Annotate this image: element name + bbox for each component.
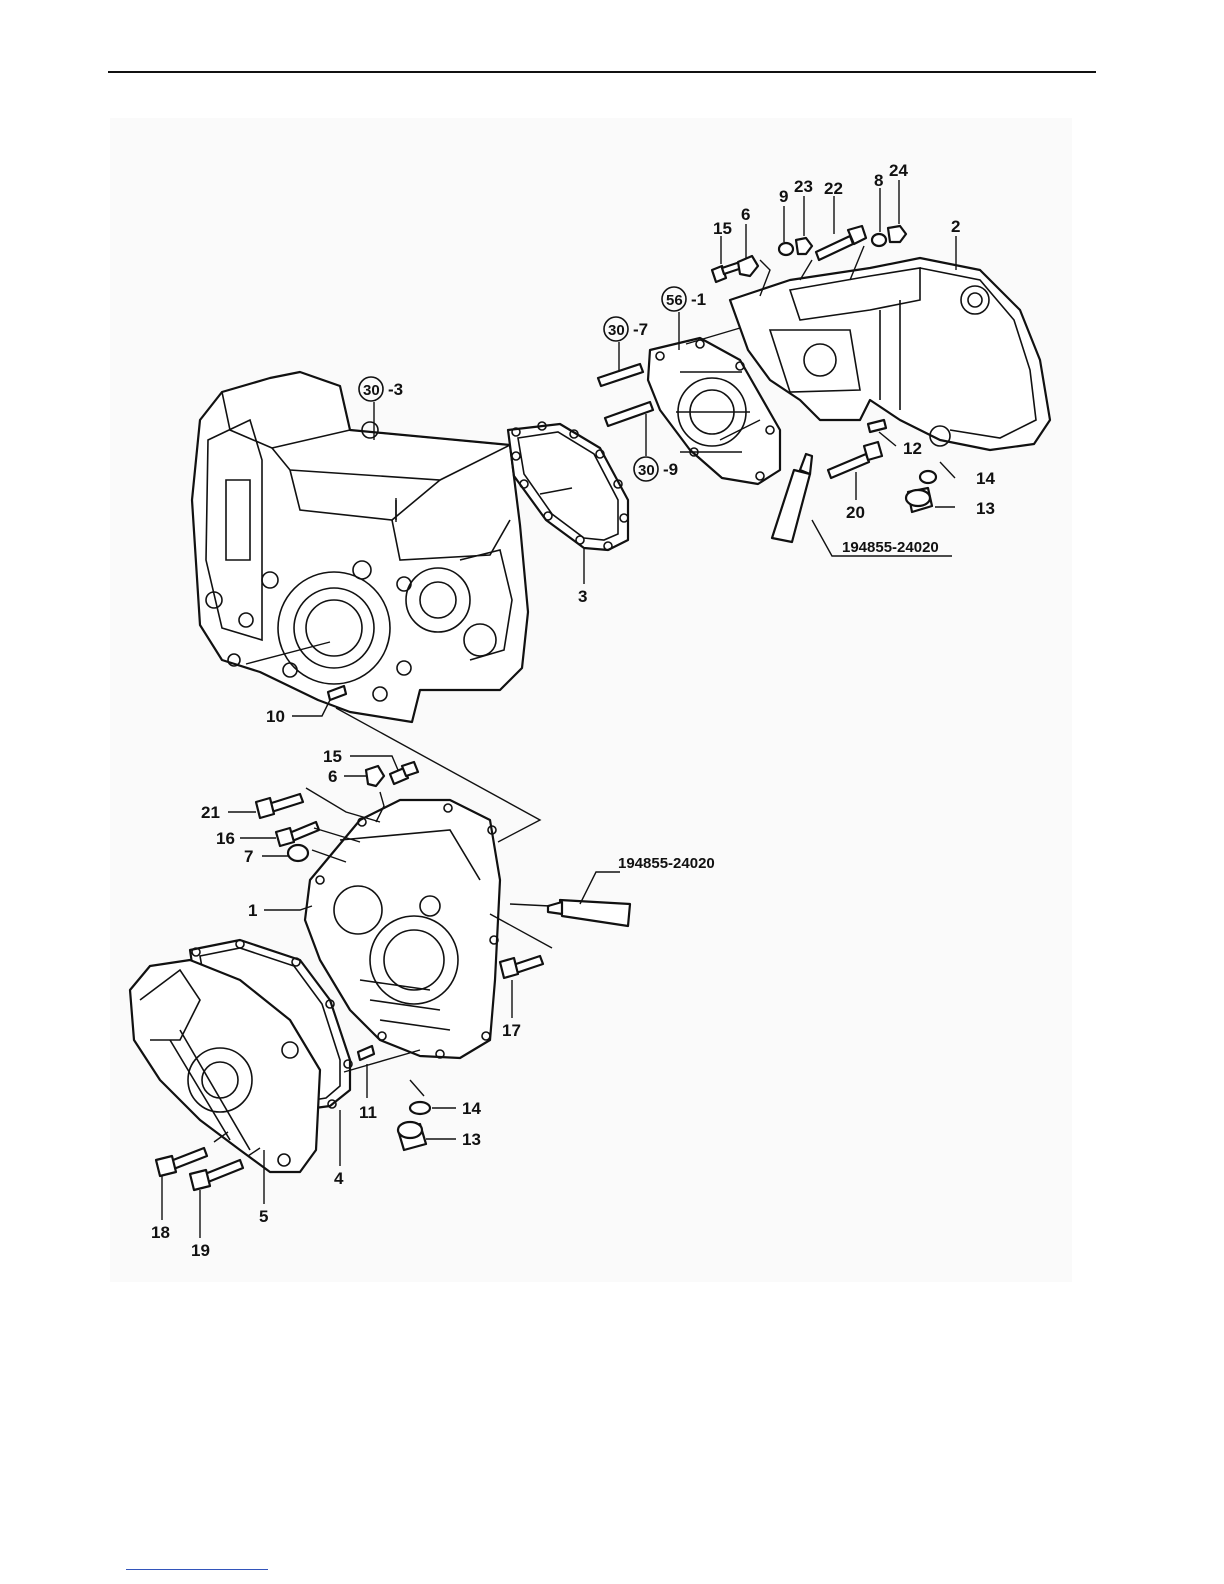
- callout-19: 19: [191, 1241, 210, 1260]
- callout-24: 24: [889, 161, 908, 180]
- callout-9: 9: [779, 187, 788, 206]
- callout-10: 10: [266, 707, 285, 726]
- gasket-part-3: [508, 422, 628, 550]
- oring-part-14-top: [920, 471, 936, 483]
- sealant-tube-bottom: [548, 900, 630, 926]
- nut-part-23: [796, 238, 812, 254]
- bolt-part-17: [500, 956, 543, 978]
- callout-5: 5: [259, 1207, 268, 1226]
- callout-30-3: 30: [363, 382, 380, 399]
- callout-30-7: 30: [608, 322, 625, 339]
- bolt-part-16: [276, 822, 319, 846]
- callout-7: 7: [244, 847, 253, 866]
- callout-14-top: 14: [976, 469, 995, 488]
- extension-housing-part-2: [730, 258, 1050, 450]
- bolt-part-22: [816, 226, 866, 260]
- callout-17: 17: [502, 1021, 521, 1040]
- transmission-case: [192, 372, 528, 722]
- callout-14-bottom: 14: [462, 1099, 481, 1118]
- bolt-part-20: [828, 442, 882, 478]
- callout-21: 21: [201, 803, 220, 822]
- bolt-part-21: [256, 794, 303, 818]
- callout-6-bottom: 6: [328, 767, 337, 786]
- callout-16: 16: [216, 829, 235, 848]
- oring-part-14-bottom: [410, 1102, 430, 1114]
- washer-part-9: [779, 243, 793, 255]
- callout-1: 1: [248, 901, 257, 920]
- part-number-top: 194855-24020: [842, 539, 939, 556]
- pin-part-12: [868, 420, 886, 432]
- callout-4: 4: [334, 1169, 344, 1188]
- stud-part-30-7: [598, 364, 643, 386]
- callout-8: 8: [874, 171, 883, 190]
- callout-30-9: 30: [638, 462, 655, 479]
- bolt-part-15-bottom: [390, 762, 418, 784]
- nut-part-24: [888, 226, 906, 242]
- callout-13-top: 13: [976, 499, 995, 518]
- plug-part-13-bottom: [398, 1122, 426, 1150]
- plug-part-13-top: [906, 488, 932, 512]
- callout-22: 22: [824, 179, 843, 198]
- callout-12: 12: [903, 439, 922, 458]
- callout-56-suffix: -1: [691, 290, 706, 309]
- part-number-bottom: 194855-24020: [618, 855, 715, 872]
- callout-20: 20: [846, 503, 865, 522]
- callout-2: 2: [951, 217, 960, 236]
- callout-15-bottom: 15: [323, 747, 342, 766]
- callout-30-3-suffix: -3: [388, 380, 403, 399]
- footer-rule: [126, 1569, 268, 1570]
- bracket-part-6-bottom: [366, 766, 384, 786]
- callout-11: 11: [359, 1103, 377, 1122]
- callout-18: 18: [151, 1223, 170, 1242]
- seal-part-7: [288, 845, 308, 861]
- bolt-part-19: [190, 1160, 243, 1190]
- bracket-part-6-top: [738, 256, 758, 276]
- callout-56: 56: [666, 292, 683, 309]
- pin-part-11: [358, 1046, 374, 1060]
- callout-23: 23: [794, 177, 813, 196]
- callout-6-top: 6: [741, 205, 750, 224]
- callout-13-bottom: 13: [462, 1130, 481, 1149]
- callout-3: 3: [578, 587, 587, 606]
- callout-15-top: 15: [713, 219, 732, 238]
- callout-30-9-suffix: -9: [663, 460, 678, 479]
- washer-part-8: [872, 234, 886, 246]
- callout-30-7-suffix: -7: [633, 320, 648, 339]
